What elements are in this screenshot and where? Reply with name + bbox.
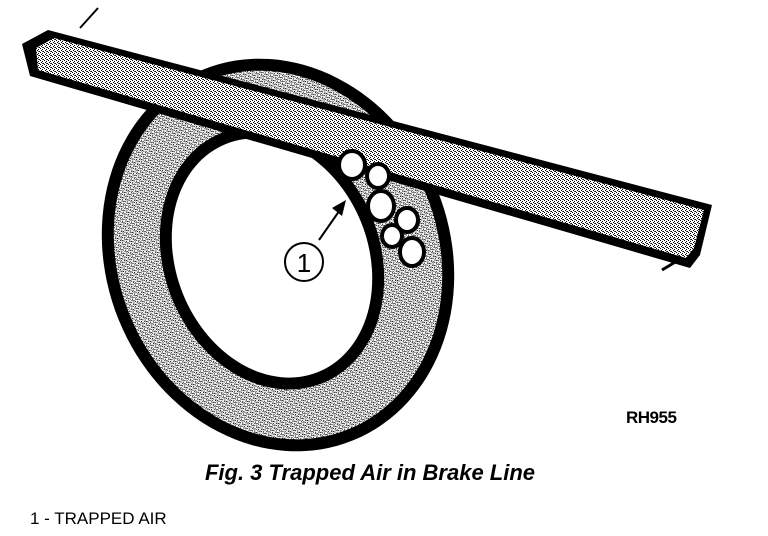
air-bubble — [380, 223, 404, 249]
air-bubble — [394, 206, 420, 234]
callout-number: 1 — [297, 248, 311, 278]
legend-item: 1 - TRAPPED AIR — [30, 509, 167, 528]
brake-line-straight-section — [22, 7, 712, 272]
air-bubble — [337, 149, 367, 181]
air-bubble — [365, 162, 391, 190]
callout-1: 1 — [284, 200, 346, 282]
reference-code: RH955 — [626, 408, 677, 427]
trapped-air-bubbles — [337, 149, 426, 268]
air-bubble — [398, 236, 426, 268]
figure-caption: Fig. 3 Trapped Air in Brake Line — [204, 460, 536, 485]
callout-arrowhead — [332, 200, 346, 216]
air-bubble — [366, 189, 396, 223]
callout-circle — [284, 242, 324, 282]
